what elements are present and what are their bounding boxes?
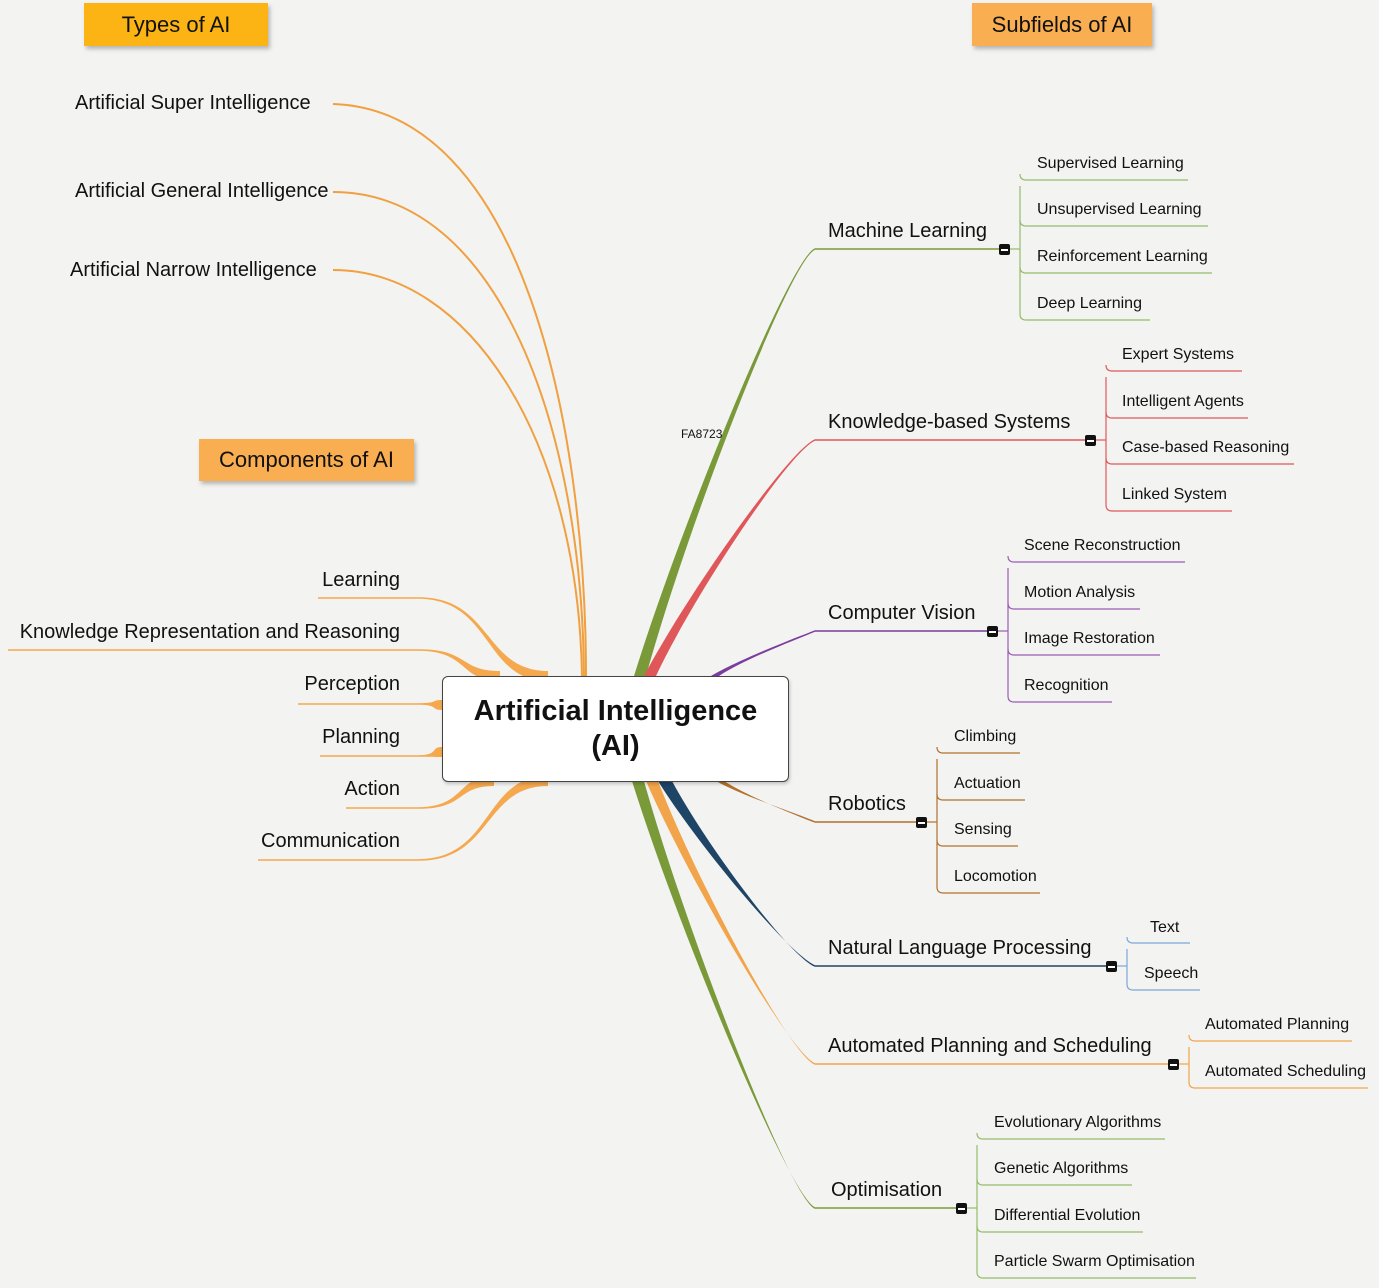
type-narrow: Artificial Narrow Intelligence bbox=[70, 259, 317, 281]
child-underline bbox=[976, 1178, 1132, 1186]
subfield-connector bbox=[632, 781, 815, 1209]
component-perception: Perception bbox=[304, 673, 400, 695]
component-connector bbox=[418, 649, 500, 681]
component-connector bbox=[418, 700, 442, 710]
cv-motion: Motion Analysis bbox=[1024, 584, 1136, 601]
child-underline bbox=[976, 1132, 1165, 1140]
component-learning: Learning bbox=[322, 569, 400, 591]
child-underline bbox=[1019, 266, 1212, 274]
kbs-linked: Linked System bbox=[1122, 486, 1227, 503]
nlp-speech: Speech bbox=[1144, 965, 1199, 982]
collapse-optimisation-button[interactable] bbox=[956, 1203, 967, 1214]
component-connector bbox=[418, 776, 548, 861]
types-header: Types of AI bbox=[84, 3, 268, 46]
subfield-nlp: Natural Language Processing bbox=[828, 937, 1092, 959]
rob-sensing: Sensing bbox=[954, 821, 1012, 838]
child-underline bbox=[1019, 173, 1188, 181]
cv-image: Image Restoration bbox=[1024, 630, 1155, 647]
kbs-expert: Expert Systems bbox=[1122, 346, 1235, 363]
opt-genetic: Genetic Algorithms bbox=[994, 1160, 1129, 1177]
child-underline bbox=[1105, 457, 1294, 465]
child-underline bbox=[1126, 936, 1190, 944]
subfields-header: Subfields of AI bbox=[972, 3, 1152, 46]
subfield-cv: Computer Vision bbox=[828, 602, 976, 624]
component-krr: Knowledge Representation and Reasoning bbox=[19, 621, 400, 643]
child-underline bbox=[1188, 1034, 1352, 1042]
type-super-connector bbox=[332, 103, 587, 677]
central-node-line2: (AI) bbox=[591, 730, 640, 762]
child-underline bbox=[936, 793, 1025, 801]
central-node-line1: Artificial Intelligence bbox=[473, 694, 758, 727]
subfield-connector bbox=[646, 781, 815, 1065]
subfield-connector bbox=[658, 781, 815, 967]
aps-scheduling: Automated Scheduling bbox=[1205, 1063, 1366, 1080]
component-connector bbox=[418, 597, 548, 681]
ml-unsupervised: Unsupervised Learning bbox=[1037, 201, 1202, 218]
child-underline bbox=[936, 886, 1040, 894]
rob-climbing: Climbing bbox=[954, 728, 1017, 745]
child-underline bbox=[1007, 648, 1160, 656]
child-underline bbox=[1188, 1081, 1368, 1089]
subfield-kbs: Knowledge-based Systems bbox=[828, 411, 1071, 433]
collapse-machine-learning-button[interactable] bbox=[999, 244, 1010, 255]
subfield-aps: Automated Planning and Scheduling bbox=[828, 1035, 1152, 1057]
component-planning: Planning bbox=[322, 726, 400, 748]
child-underline bbox=[976, 1225, 1143, 1233]
child-underline bbox=[1007, 602, 1140, 610]
aps-planning: Automated Planning bbox=[1205, 1016, 1350, 1033]
opt-evolutionary: Evolutionary Algorithms bbox=[994, 1114, 1162, 1131]
collapse-robotics-button[interactable] bbox=[916, 817, 927, 828]
subfield-connector bbox=[711, 630, 815, 676]
type-general-connector bbox=[332, 191, 585, 677]
kbs-case: Case-based Reasoning bbox=[1122, 439, 1290, 456]
child-underline bbox=[1105, 504, 1232, 512]
subfield-connector bbox=[644, 439, 815, 676]
rob-locomotion: Locomotion bbox=[954, 868, 1037, 885]
type-narrow-connector bbox=[332, 269, 583, 677]
type-general: Artificial General Intelligence bbox=[75, 180, 329, 202]
ml-reinforcement: Reinforcement Learning bbox=[1037, 248, 1208, 265]
component-connector bbox=[418, 747, 442, 757]
subfield-connector bbox=[716, 781, 815, 823]
type-super: Artificial Super Intelligence bbox=[75, 92, 311, 114]
child-underline bbox=[936, 746, 1020, 754]
collapse-cv-button[interactable] bbox=[987, 626, 998, 637]
subfield-connector bbox=[634, 248, 815, 676]
child-underline bbox=[1019, 313, 1150, 321]
collapse-kbs-button[interactable] bbox=[1085, 435, 1096, 446]
component-communication: Communication bbox=[261, 830, 400, 852]
child-underline bbox=[1105, 364, 1242, 372]
component-connector bbox=[418, 776, 494, 809]
child-underline bbox=[1007, 695, 1112, 703]
opt-differential: Differential Evolution bbox=[994, 1207, 1141, 1224]
nlp-text: Text bbox=[1150, 919, 1180, 936]
fa8723-annotation: FA8723 bbox=[681, 427, 723, 441]
central-node: Artificial Intelligence (AI) bbox=[442, 676, 789, 782]
cv-recognition: Recognition bbox=[1024, 677, 1109, 694]
components-header: Components of AI bbox=[199, 439, 414, 481]
ml-deep: Deep Learning bbox=[1037, 295, 1142, 312]
opt-pso: Particle Swarm Optimisation bbox=[994, 1253, 1195, 1270]
subfield-robotics: Robotics bbox=[828, 793, 906, 815]
collapse-nlp-button[interactable] bbox=[1106, 961, 1117, 972]
child-underline bbox=[1007, 555, 1185, 563]
kbs-agents: Intelligent Agents bbox=[1122, 393, 1244, 410]
child-underline bbox=[1019, 219, 1208, 227]
ml-supervised: Supervised Learning bbox=[1037, 155, 1184, 172]
child-underline bbox=[1105, 411, 1248, 419]
rob-actuation: Actuation bbox=[954, 775, 1021, 792]
child-underline bbox=[976, 1271, 1196, 1279]
subfield-machine-learning: Machine Learning bbox=[828, 220, 987, 242]
child-underline bbox=[936, 839, 1018, 847]
component-action: Action bbox=[344, 778, 400, 800]
collapse-aps-button[interactable] bbox=[1168, 1059, 1179, 1070]
cv-scene: Scene Reconstruction bbox=[1024, 537, 1181, 554]
subfield-optimisation: Optimisation bbox=[831, 1179, 943, 1201]
child-underline bbox=[1126, 983, 1200, 991]
